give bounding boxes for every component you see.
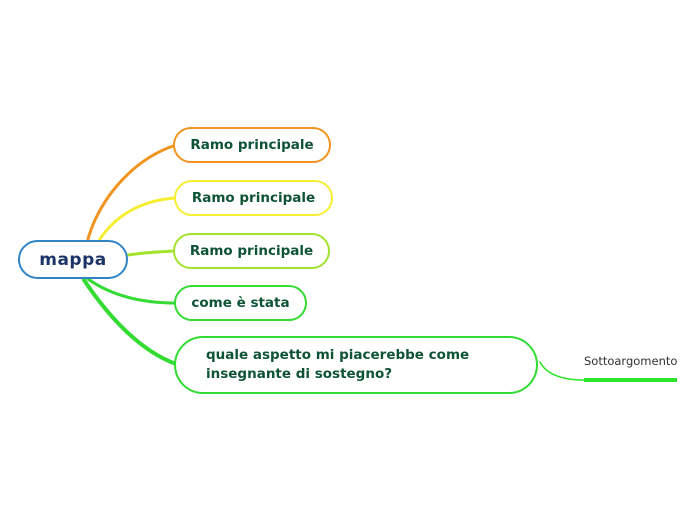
root-node-label: mappa — [39, 249, 107, 270]
node-branch-4[interactable]: come è stata — [174, 285, 307, 321]
branch-2-label: Ramo principale — [191, 190, 316, 206]
branch-5-label: quale aspetto mi piacerebbe come insegna… — [206, 347, 470, 382]
node-branch-1[interactable]: Ramo principale — [173, 127, 331, 163]
branch-1-label: Ramo principale — [190, 137, 314, 153]
branch-3-label: Ramo principale — [189, 243, 314, 259]
node-subtopic[interactable]: Sottoargomento — [584, 354, 678, 368]
node-branch-5[interactable]: quale aspetto mi piacerebbe come insegna… — [174, 336, 538, 394]
branch-connector-5 — [82, 278, 178, 366]
branch-connector-4 — [86, 277, 178, 305]
branch-connector-2 — [96, 196, 178, 244]
node-root-mappa[interactable]: mappa — [18, 240, 128, 279]
node-branch-3[interactable]: Ramo principale — [173, 233, 330, 269]
branch-connector-3 — [126, 249, 176, 257]
node-branch-2[interactable]: Ramo principale — [174, 180, 333, 216]
branch-connector-1 — [85, 144, 175, 245]
branch-4-label: come è stata — [191, 295, 290, 311]
subtopic-connector — [539, 361, 585, 381]
